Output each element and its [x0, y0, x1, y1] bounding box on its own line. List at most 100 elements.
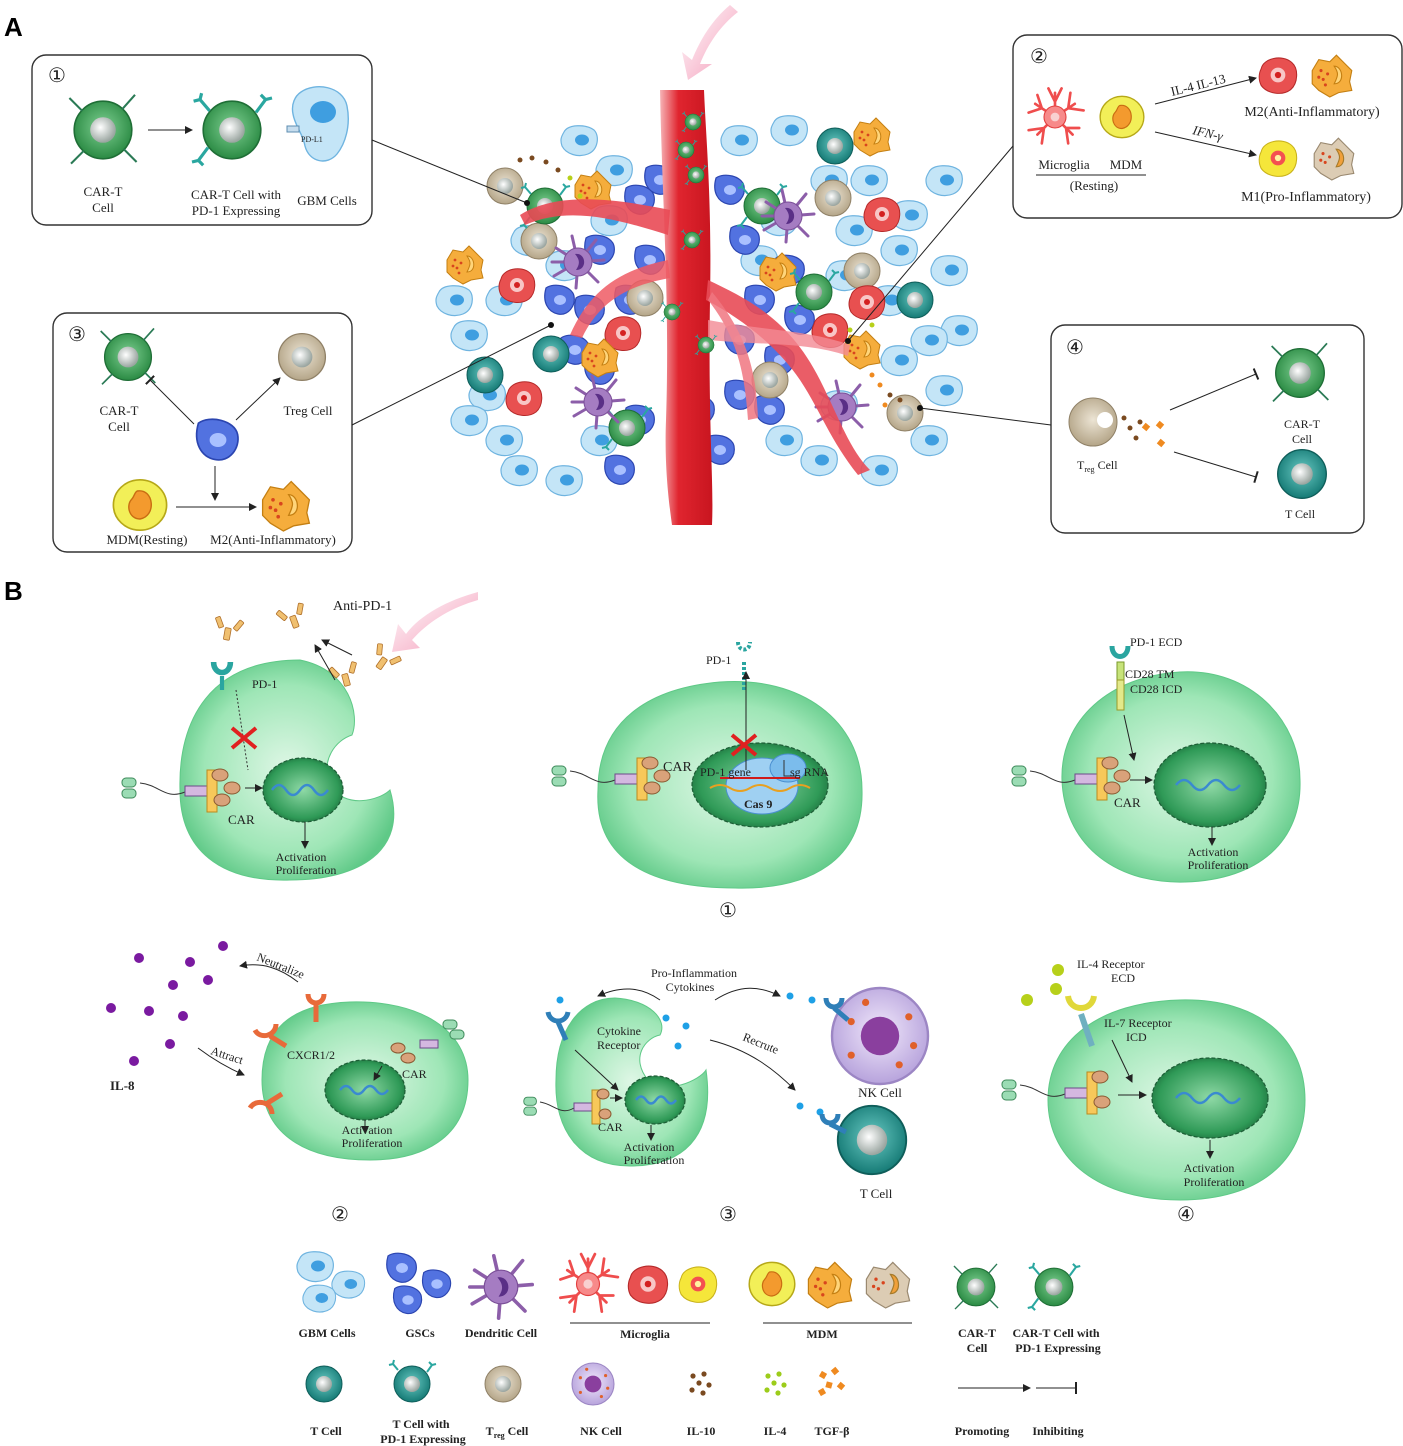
tumor-cell	[910, 425, 948, 457]
svg-text:GSCs: GSCs	[405, 1326, 435, 1340]
secreted-factor	[543, 159, 549, 165]
m2-label: M2(Anti-Inflammatory)	[210, 532, 336, 547]
pro-inflammation-label: Pro-Inflammation	[651, 966, 737, 980]
secreted-factor	[555, 167, 561, 173]
strategy-cxcr-il8: IL-8 Neutralize Attract CXCR1/2 CAR Acti…	[106, 941, 469, 1226]
tumor-cell	[751, 361, 789, 399]
t-cell-icon	[1277, 449, 1327, 499]
tumor-cell	[880, 345, 918, 377]
tumor-cell	[814, 179, 852, 217]
cart-cell-label-line1: CAR-T	[1284, 417, 1321, 431]
tumor-cell	[925, 375, 963, 407]
il7-receptor-label-line1: IL-7 Receptor	[1104, 1016, 1172, 1030]
resting-label: (Resting)	[1070, 178, 1118, 193]
secreted-factor	[517, 157, 523, 163]
activation-label: Activation	[1184, 1161, 1235, 1175]
svg-text:NK Cell: NK Cell	[580, 1424, 622, 1438]
cd28-tm-label: CD28 TM	[1125, 667, 1175, 681]
tumor-cell	[850, 165, 888, 197]
car-receptor-icon	[1001, 1070, 1111, 1115]
pd1-gene-label: PD-1 gene	[700, 765, 751, 779]
tumor-cell	[446, 245, 484, 285]
strategy-inverted-cytokine-receptor: IL-4 Receptor ECD IL-7 Receptor ICD Acti…	[1001, 957, 1306, 1226]
tumor-cell	[848, 285, 886, 320]
panel-label-b: B	[4, 576, 23, 606]
t-cell-label: T Cell	[1285, 507, 1316, 521]
strategy-2-number: ②	[331, 1204, 349, 1226]
strategy-1-number: ①	[719, 900, 737, 922]
treg-cell-icon	[1068, 397, 1118, 447]
tumor-cell	[505, 381, 543, 416]
secreted-factor	[897, 397, 903, 403]
svg-text:IL-4: IL-4	[764, 1424, 787, 1438]
legend-gscs: GSCs	[386, 1252, 452, 1340]
tumor-cell	[843, 252, 881, 290]
tumor-cell	[910, 325, 948, 357]
svg-text:T Cell with: T Cell with	[392, 1417, 449, 1431]
mdm-icon	[1099, 95, 1145, 139]
tumor-cell	[770, 115, 808, 147]
car-label: CAR	[598, 1120, 623, 1134]
tumor-cell	[843, 330, 881, 370]
strategy-anti-pd1: PD-1 CAR Activation Proliferation Anti-P…	[121, 592, 478, 881]
block-x-icon	[230, 726, 258, 750]
box-1-number: ①	[48, 65, 66, 87]
car-receptor-icon	[121, 768, 241, 813]
cytokine-receptor-label-line2: Receptor	[597, 1038, 640, 1052]
il4-ligand-dots	[1021, 964, 1064, 1006]
legend-tgf-beta: TGF-β	[815, 1366, 850, 1438]
svg-text:CAR-T: CAR-T	[958, 1326, 996, 1340]
car-label: CAR	[1114, 795, 1141, 810]
nucleus	[1151, 1057, 1269, 1139]
proliferation-label: Proliferation	[342, 1136, 403, 1150]
legend-t-cell: T Cell	[305, 1365, 343, 1438]
tumor-cell	[450, 320, 488, 352]
blood-vessel	[660, 90, 713, 525]
pd1-label: PD-1	[252, 677, 277, 691]
tumor-microenvironment	[435, 5, 978, 525]
vessel-branch-right	[706, 280, 870, 475]
activation-label: Activation	[624, 1140, 675, 1154]
legend-nk-cell: NK Cell	[571, 1362, 622, 1438]
car-receptor-icon	[523, 1088, 612, 1125]
il4-receptor-label-line2: ECD	[1111, 971, 1135, 985]
nucleus	[1153, 742, 1267, 828]
tumor-cell	[498, 268, 536, 303]
svg-text:Promoting: Promoting	[955, 1424, 1009, 1438]
box-3-number: ③	[68, 324, 86, 346]
svg-text:Microglia: Microglia	[620, 1327, 670, 1341]
secreted-factor	[887, 392, 893, 398]
legend-dendritic-cell: Dendritic Cell	[465, 1254, 538, 1340]
pd1-ecd-label: PD-1 ECD	[1130, 635, 1183, 649]
infusion-arrow-icon	[392, 592, 478, 652]
secreted-factor	[847, 327, 853, 333]
recrute-label: Recrute	[741, 1030, 781, 1057]
ifn-gamma-label: IFN-γ	[1190, 122, 1225, 144]
nk-cell-icon	[830, 986, 930, 1086]
cart-cell-label-line1: CAR-T	[100, 403, 139, 418]
block-x-icon	[730, 733, 758, 757]
box-1-pd1-expression: ① PD-L1 CAR-T Cell CAR-T Cell with PD-1 …	[31, 54, 373, 226]
svg-text:CAR-T Cell with: CAR-T Cell with	[1012, 1326, 1099, 1340]
strategy-pd1-switch-receptor: PD-1 ECD CD28 TM CD28 ICD CAR Activation…	[1011, 635, 1301, 883]
legend-mdm: MDM	[748, 1261, 912, 1341]
m1-label: M1(Pro-Inflammatory)	[1241, 190, 1371, 205]
cart-cell-label-line2: Cell	[1292, 432, 1313, 446]
treg-cell-label: Treg Cell	[284, 403, 333, 418]
pd1-label: PD-1	[706, 653, 731, 667]
gbm-cells-icon	[286, 86, 349, 162]
svg-text:Cell: Cell	[967, 1341, 988, 1355]
vessel-branch-left-2	[570, 260, 670, 338]
tumor-cell	[729, 224, 760, 255]
car-label: CAR	[663, 760, 692, 775]
tumor-cell	[604, 454, 635, 485]
cytokine-dots-icon	[1121, 415, 1166, 448]
tumor-cell	[754, 394, 785, 425]
il8-label: IL-8	[110, 1078, 135, 1093]
vessel-branch-right-3	[708, 320, 850, 356]
legend-promoting: Promoting	[955, 1384, 1031, 1438]
cart-cell-label-line2: Cell	[92, 200, 114, 215]
secreted-factor	[567, 175, 573, 181]
legend: GBM Cells GSCs Dendritic Cell Microglia …	[296, 1251, 1101, 1446]
switch-receptor-icon	[1109, 645, 1131, 711]
